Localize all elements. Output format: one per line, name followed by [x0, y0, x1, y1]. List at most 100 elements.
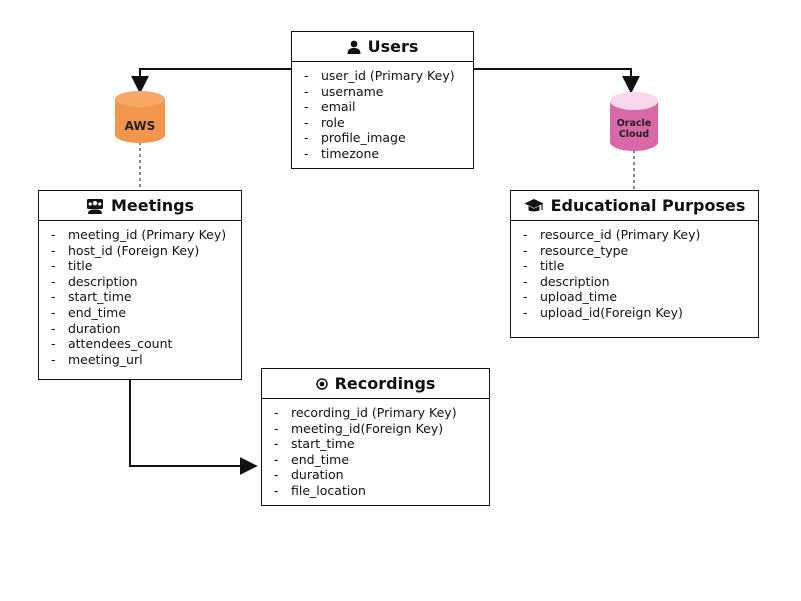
- graduation-cap-icon: [524, 198, 544, 214]
- recordings-title: Recordings: [334, 374, 436, 393]
- field-name: profile_image: [321, 130, 406, 146]
- aws-cylinder-top: [115, 91, 165, 107]
- group-icon: [86, 198, 104, 214]
- field-item: -email: [304, 99, 473, 115]
- field-name: role: [321, 114, 345, 130]
- field-name: meeting_id (Primary Key): [68, 227, 227, 242]
- aws-cylinder-body: [115, 99, 165, 143]
- field-item: -meeting_id(Foreign Key): [274, 421, 489, 437]
- recordings-header: Recordings: [262, 369, 489, 399]
- field-name: end_time: [68, 304, 127, 320]
- field-dash: -: [523, 227, 528, 242]
- field-item: -start_time: [51, 289, 241, 305]
- aws-label: AWS: [124, 119, 156, 133]
- field-item: -resource_type: [523, 243, 758, 259]
- field-item: -username: [304, 84, 473, 100]
- field-item: -file_location: [274, 483, 489, 499]
- field-name: end_time: [291, 451, 350, 467]
- field-name: description: [68, 273, 138, 289]
- field-dash: -: [51, 227, 56, 242]
- educational-header: Educational Purposes: [511, 191, 758, 221]
- field-item: -attendees_count: [51, 336, 241, 352]
- field-dash: -: [274, 436, 279, 452]
- field-dash: -: [304, 99, 309, 115]
- field-dash: -: [523, 242, 528, 258]
- users-title: Users: [367, 37, 419, 56]
- aws-cylinder-icon: [115, 91, 165, 143]
- field-dash: -: [51, 258, 56, 274]
- recordings-fields: -recording_id (Primary Key)-meeting_id(F…: [262, 399, 489, 499]
- field-item: -profile_image: [304, 130, 473, 146]
- field-item: -duration: [51, 321, 241, 337]
- field-name: user_id (Primary Key): [321, 68, 455, 83]
- field-name: host_id (Foreign Key): [68, 242, 200, 258]
- field-name: resource_type: [540, 242, 629, 258]
- field-item: -meeting_id (Primary Key): [51, 227, 241, 243]
- field-dash: -: [523, 273, 528, 289]
- field-dash: -: [51, 289, 56, 305]
- field-dash: -: [523, 289, 528, 305]
- meetings-title: Meetings: [110, 196, 195, 215]
- field-dash: -: [304, 68, 309, 83]
- field-dash: -: [51, 336, 56, 352]
- field-dash: -: [304, 130, 309, 146]
- meetings-header: Meetings: [39, 191, 241, 221]
- oracle-label-line1: Oracle: [616, 118, 652, 129]
- meetings-to-recordings-arrow: [129, 380, 258, 475]
- educational-fields: -resource_id (Primary Key)-resource_type…: [511, 221, 758, 321]
- field-dash: -: [304, 83, 309, 99]
- field-name: recording_id (Primary Key): [291, 405, 457, 420]
- field-dash: -: [274, 451, 279, 467]
- field-name: username: [321, 83, 384, 99]
- field-name: description: [540, 273, 610, 289]
- field-name: duration: [291, 467, 344, 483]
- field-dash: -: [274, 482, 279, 498]
- field-item: -upload_time: [523, 289, 758, 305]
- record-icon: [315, 377, 328, 390]
- field-item: -end_time: [51, 305, 241, 321]
- field-name: title: [540, 258, 565, 274]
- field-dash: -: [274, 405, 279, 420]
- field-name: email: [321, 99, 356, 115]
- meetings-entity: Meetings -meeting_id (Primary Key)-host_…: [38, 190, 242, 380]
- field-name: duration: [68, 320, 121, 336]
- user-icon: [347, 40, 361, 54]
- field-item: -description: [523, 274, 758, 290]
- field-item: -recording_id (Primary Key): [274, 405, 489, 421]
- field-item: -host_id (Foreign Key): [51, 243, 241, 259]
- field-dash: -: [304, 114, 309, 130]
- field-item: -timezone: [304, 146, 473, 162]
- field-dash: -: [51, 242, 56, 258]
- field-item: -title: [523, 258, 758, 274]
- field-name: start_time: [68, 289, 132, 305]
- field-dash: -: [51, 351, 56, 367]
- field-name: upload_time: [540, 289, 618, 305]
- field-dash: -: [51, 304, 56, 320]
- field-dash: -: [51, 320, 56, 336]
- field-name: title: [68, 258, 93, 274]
- field-name: meeting_id(Foreign Key): [291, 420, 444, 436]
- field-dash: -: [523, 304, 528, 320]
- users-to-oracle-arrow: [474, 68, 640, 94]
- field-name: meeting_url: [68, 351, 143, 367]
- field-item: -upload_id(Foreign Key): [523, 305, 758, 321]
- field-name: attendees_count: [68, 336, 173, 352]
- field-item: -resource_id (Primary Key): [523, 227, 758, 243]
- field-item: -start_time: [274, 436, 489, 452]
- field-dash: -: [274, 420, 279, 436]
- field-item: -end_time: [274, 452, 489, 468]
- field-name: start_time: [291, 436, 355, 452]
- oracle-cloud-database: Oracle Cloud: [609, 91, 659, 152]
- field-item: -description: [51, 274, 241, 290]
- field-item: -title: [51, 258, 241, 274]
- field-dash: -: [51, 273, 56, 289]
- users-fields: -user_id (Primary Key)-username-email-ro…: [292, 62, 473, 162]
- oracle-cylinder-icon: [610, 92, 658, 151]
- oracle-label-line2: Cloud: [618, 129, 650, 140]
- field-dash: -: [304, 145, 309, 161]
- field-dash: -: [523, 258, 528, 274]
- educational-purposes-entity: Educational Purposes -resource_id (Prima…: [510, 190, 759, 338]
- meetings-fields: -meeting_id (Primary Key)-host_id (Forei…: [39, 221, 241, 367]
- educational-title: Educational Purposes: [550, 196, 746, 215]
